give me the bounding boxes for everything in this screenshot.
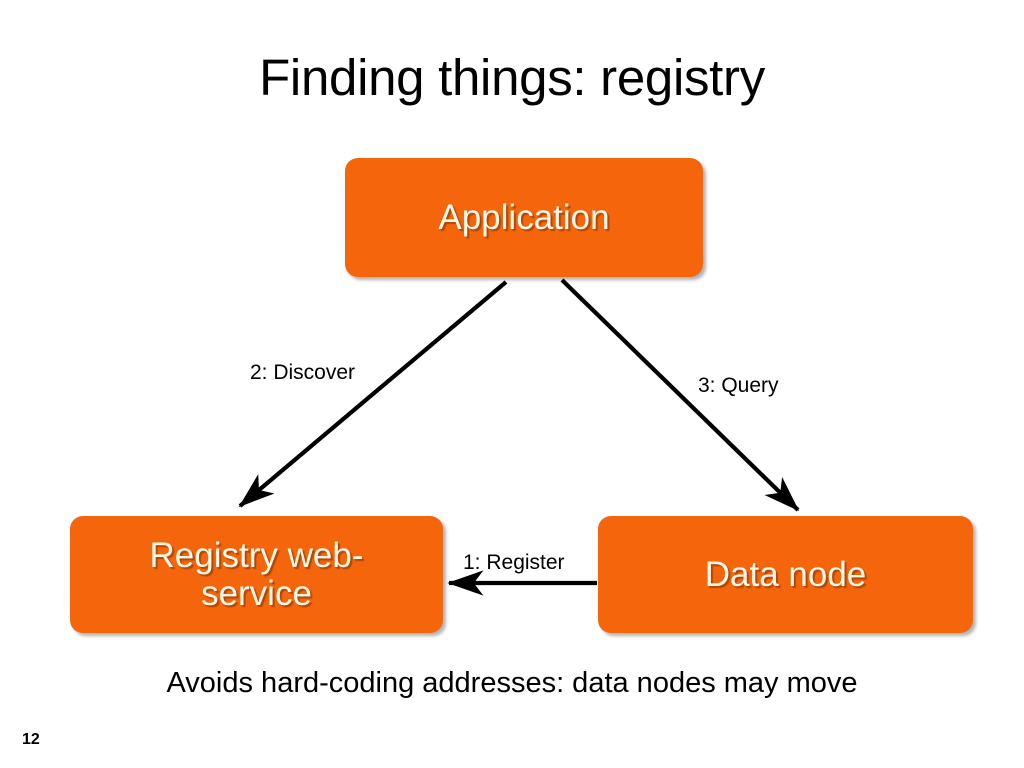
edge-label-register: 1: Register	[463, 551, 565, 574]
diagram-node-registry-label: Registry web-service	[149, 535, 364, 613]
diagram-node-datanode-label: Data node	[704, 554, 867, 594]
page-number: 12	[22, 731, 40, 748]
arrow-discover	[238, 280, 508, 508]
diagram-node-datanode[interactable]: Data node	[598, 516, 973, 633]
slide-caption: Avoids hard-coding addresses: data nodes…	[166, 667, 858, 699]
diagram-node-registry[interactable]: Registry web-service	[70, 516, 443, 633]
diagram-node-application[interactable]: Application	[345, 158, 703, 277]
page-title: Finding things: registry	[259, 49, 765, 106]
edge-label-discover: 2: Discover	[250, 361, 356, 384]
diagram-node-application-label: Application	[438, 197, 610, 237]
edge-label-query: 3: Query	[698, 374, 779, 397]
